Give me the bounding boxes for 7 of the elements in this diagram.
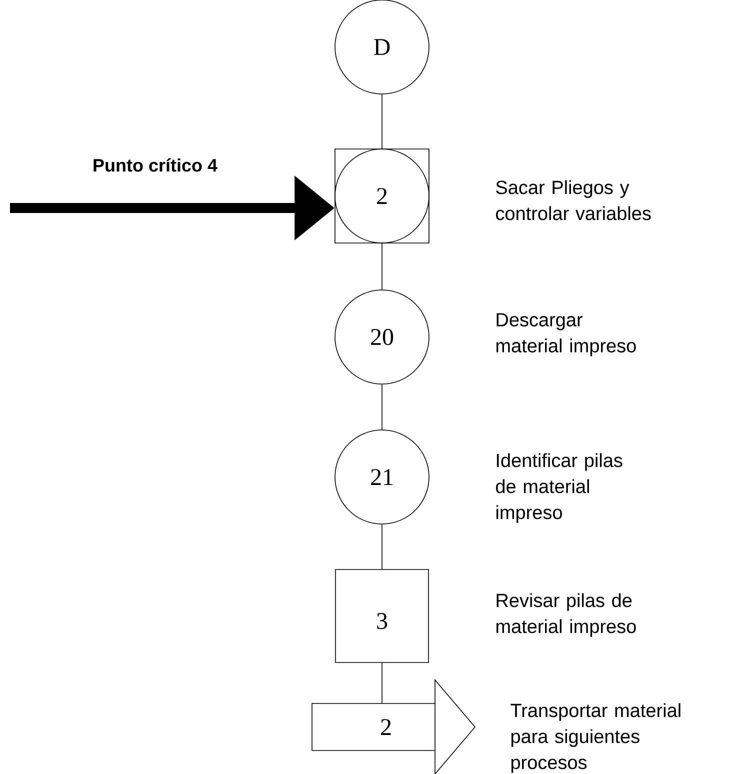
step-description: Identificar pilas de material impreso bbox=[496, 453, 622, 523]
step-description: Descargar material impreso bbox=[496, 313, 636, 356]
edge-label: Punto crítico 4 bbox=[94, 158, 218, 172]
step-description: Transportar material para siguientes procesos bbox=[510, 703, 680, 773]
inspection-square: 3 bbox=[335, 569, 429, 663]
step-description: Sacar Pliegos y controlar variables bbox=[496, 180, 651, 220]
step-description: Revisar pilas de material impreso bbox=[496, 593, 636, 637]
